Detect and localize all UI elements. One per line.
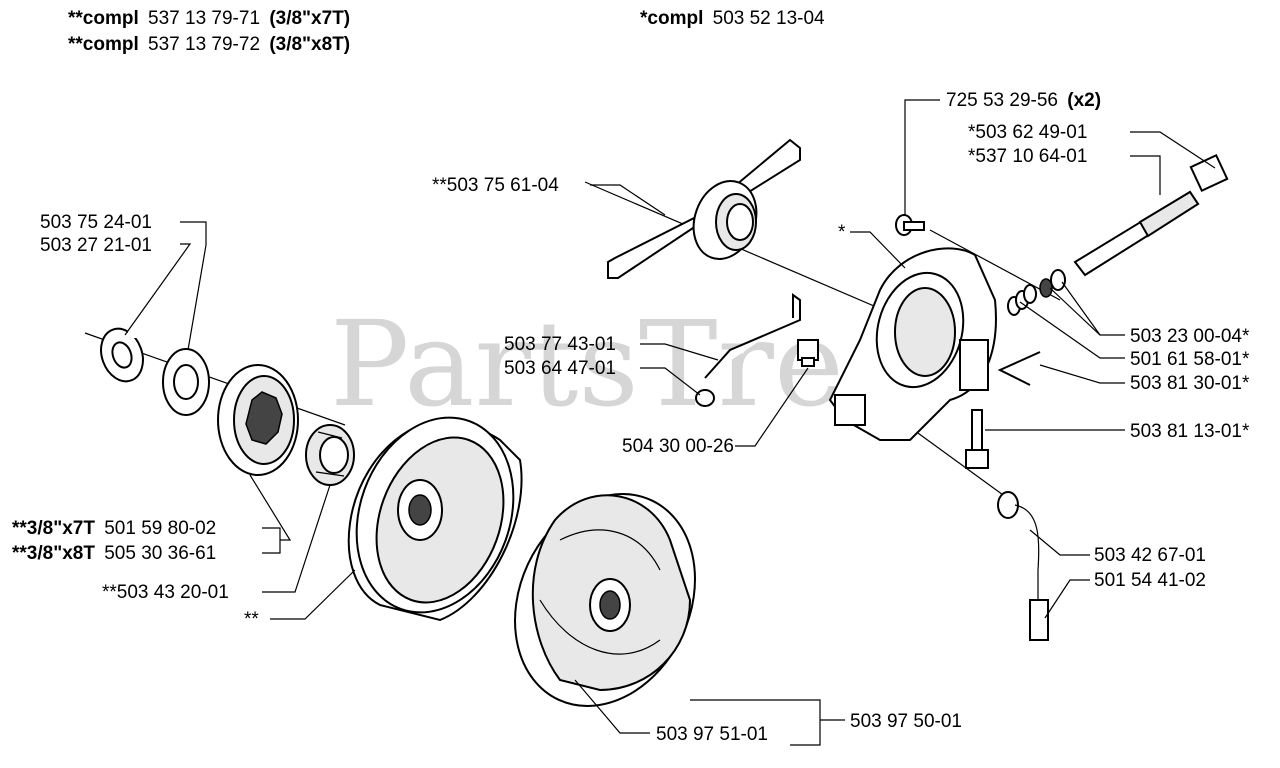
screw-drawing [895, 214, 925, 236]
plug-drawing [797, 339, 819, 367]
oil-hose-drawing [997, 491, 1049, 641]
header-line-1: **compl 537 13 79-71 (3/8"x7T) [68, 8, 350, 29]
label-503-97-51-01: 503 97 51-01 [656, 724, 768, 745]
pump-shaft-drawing [1073, 153, 1229, 277]
label-503-23-00-04: 503 23 00-04* [1130, 326, 1250, 347]
clutch-drawing [514, 493, 696, 707]
washer-drawing [162, 348, 210, 416]
label-501-54-41-02: 501 54 41-02 [1094, 570, 1206, 591]
oil-pump-drawing [828, 247, 997, 441]
label-503-27-21-01: 503 27 21-01 [40, 235, 152, 256]
bar-plate-drawing [607, 138, 801, 279]
seal-drawing [695, 389, 715, 407]
oil-pipe-drawing [704, 293, 801, 379]
label-503-75-24-01: 503 75 24-01 [40, 212, 152, 233]
label-503-77-43-01: 503 77 43-01 [504, 334, 616, 355]
label-7t-sprocket: **3/8"x7T 501 59 80-02 [12, 518, 216, 539]
clutch-drum-drawing [347, 416, 523, 622]
label-503-81-30-01: 503 81 30-01* [1130, 373, 1250, 394]
axis-line-hose [899, 419, 1011, 501]
label-503-43-20-01: **503 43 20-01 [102, 582, 229, 603]
adjust-screw-drawing [965, 409, 989, 469]
label-503-75-61-04: **503 75 61-04 [432, 175, 559, 196]
label-503-81-13-01: 503 81 13-01* [1130, 421, 1250, 442]
label-537-10-64-01: *537 10 64-01 [968, 146, 1087, 167]
label-star: * [838, 222, 846, 243]
axis-line-bar [584, 181, 931, 331]
sprocket-rim-drawing [217, 364, 299, 476]
header-line-2: **compl 537 13 79-72 (3/8"x8T) [68, 34, 350, 55]
label-725-53-29-56: 725 53 29-56 (x2) [946, 90, 1101, 111]
watermark: PartsTree [330, 295, 914, 433]
axis-line-pump [929, 229, 1061, 301]
label-503-97-50-01: 503 97 50-01 [850, 711, 962, 732]
label-double-star: ** [244, 609, 259, 630]
label-501-61-58-01: 501 61 58-01* [1130, 349, 1250, 370]
bracket-drawing [997, 351, 1041, 386]
label-504-30-00-26: 504 30 00-26 [622, 436, 734, 457]
label-503-64-47-01: 503 64 47-01 [504, 358, 616, 379]
label-503-62-49-01: *503 62 49-01 [968, 122, 1087, 143]
needle-bearing-drawing [305, 424, 355, 486]
circlip-drawing [100, 327, 144, 383]
label-8t-sprocket: **3/8"x8T 505 30 36-61 [12, 543, 216, 564]
leader-lines [124, 99, 1216, 746]
spring-drawing [1007, 269, 1066, 316]
header-center: *compl 503 52 13-04 [640, 8, 825, 29]
label-503-42-67-01: 503 42 67-01 [1094, 545, 1206, 566]
